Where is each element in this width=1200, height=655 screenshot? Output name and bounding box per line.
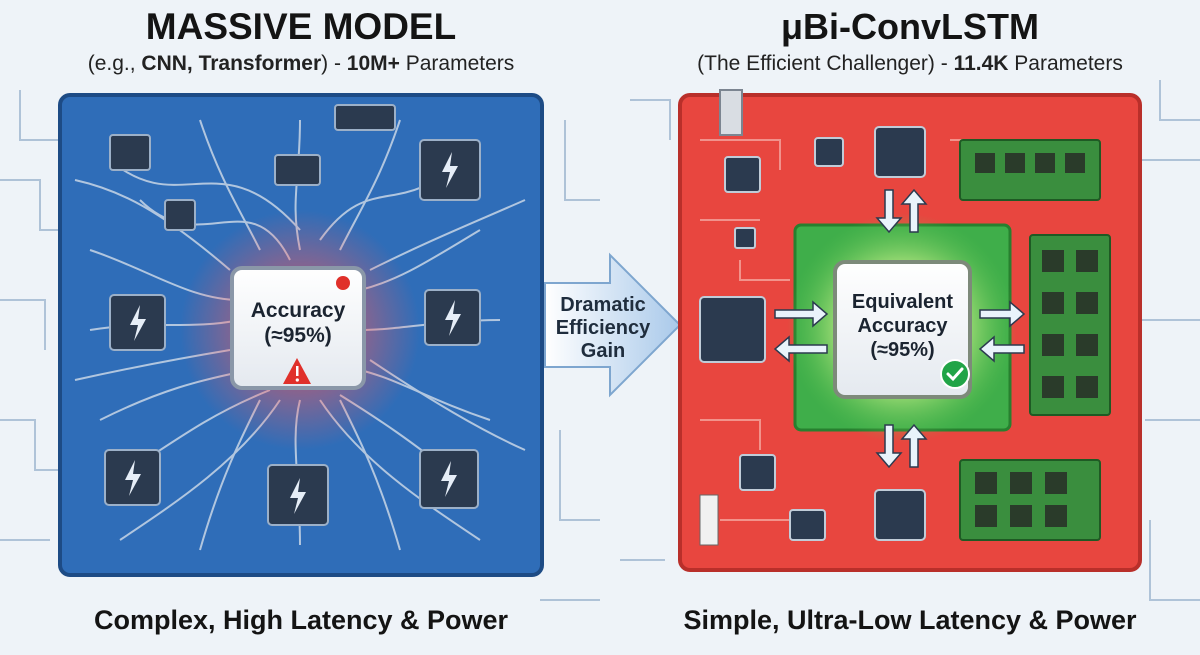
efficiency-gain-label: Dramatic Efficiency Gain	[548, 294, 658, 363]
efficiency-arrow	[544, 252, 682, 398]
right-subtitle: (The Efficient Challenger) - 11.4K Param…	[660, 52, 1160, 76]
right-chip-label: Equivalent Accuracy (≈95%)	[835, 290, 970, 362]
right-title: μBi-ConvLSTM	[781, 6, 1039, 47]
left-caption: Complex, High Latency & Power	[93, 605, 509, 635]
barcode	[699, 494, 719, 546]
right-subtitle-count: 11.4K	[953, 52, 1009, 75]
left-chip-line2: (≈95%)	[264, 324, 332, 347]
left-chip-label: Accuracy (≈95%)	[232, 298, 364, 348]
central-chip	[230, 266, 366, 390]
right-chip-line3: (≈95%)	[870, 339, 935, 361]
efficiency-gain-line3: Gain	[580, 340, 626, 362]
efficient-board	[678, 89, 1142, 572]
memory-modules	[959, 139, 1111, 541]
right-subtitle-suffix: Parameters	[1008, 52, 1123, 75]
check-icon	[940, 359, 970, 389]
efficiency-gain-line1: Dramatic	[560, 294, 646, 316]
peripheral-chips	[699, 126, 926, 541]
massive-model-board	[58, 93, 544, 577]
warning-triangle-icon	[283, 358, 311, 384]
lightning-icons	[125, 152, 461, 514]
left-subtitle-count: 10M+	[346, 52, 400, 75]
efficient-central-chip	[833, 260, 972, 399]
left-title: MASSIVE MODEL	[145, 6, 457, 47]
data-flow-arrows	[773, 188, 1026, 469]
left-subtitle-mid: ) -	[321, 52, 347, 75]
right-subtitle-prefix: (The Efficient Challenger) -	[697, 52, 954, 75]
left-chip-line1: Accuracy	[250, 299, 346, 322]
left-subtitle: (e.g., CNN, Transformer) - 10M+ Paramete…	[40, 52, 562, 76]
right-chip-line2: Accuracy	[857, 315, 948, 337]
left-subtitle-prefix: (e.g.,	[87, 52, 142, 75]
left-subtitle-suffix: Parameters	[399, 52, 515, 75]
efficiency-gain-line2: Efficiency	[555, 317, 651, 339]
connector	[719, 89, 743, 136]
right-caption: Simple, Ultra-Low Latency & Power	[683, 605, 1137, 635]
right-chip-line1: Equivalent	[851, 291, 954, 313]
left-subtitle-models: CNN, Transformer	[141, 52, 322, 75]
warning-led	[336, 276, 350, 290]
